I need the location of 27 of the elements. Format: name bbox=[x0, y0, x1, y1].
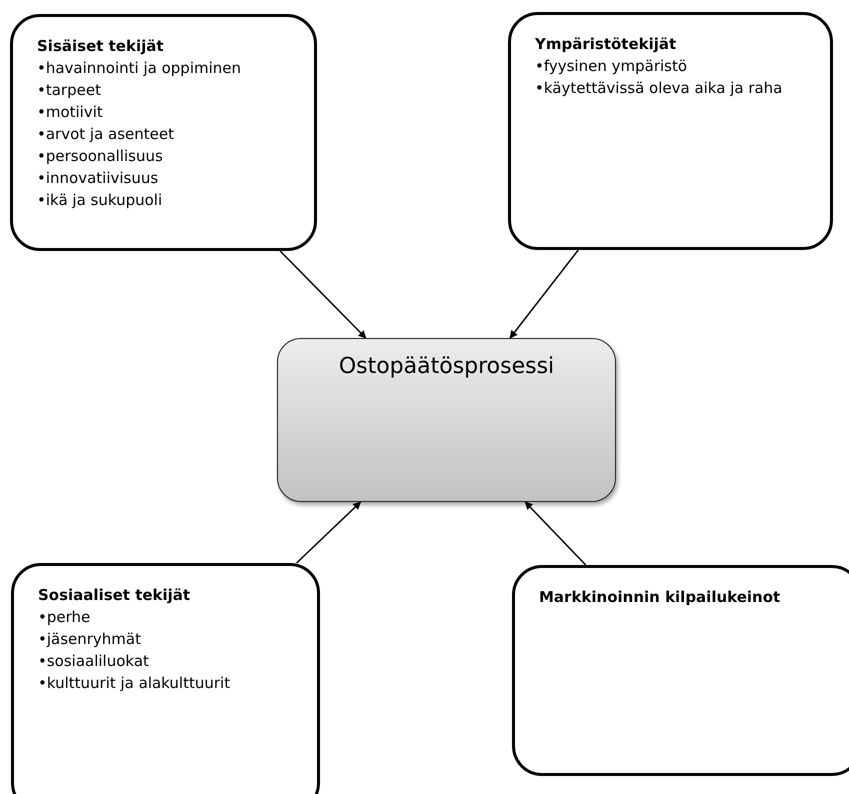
bullet-item: •arvot ja asenteet bbox=[37, 124, 175, 145]
bullet-item: •kulttuurit ja alakulttuurit bbox=[38, 673, 232, 694]
bullet-item: •käytettävissä oleva aika ja raha bbox=[535, 78, 784, 99]
factor-box bbox=[512, 565, 849, 776]
box-heading: Ympäristötekijät bbox=[535, 34, 678, 55]
arrow bbox=[524, 501, 586, 566]
factor-box bbox=[508, 12, 833, 250]
bullet-item: •havainnointi ja oppiminen bbox=[37, 58, 242, 79]
box-heading: Sosiaaliset tekijät bbox=[38, 585, 192, 606]
factor-box bbox=[11, 563, 320, 794]
process-box bbox=[277, 338, 616, 502]
bullet-item: •innovatiivisuus bbox=[37, 168, 160, 189]
bullet-item: •jäsenryhmät bbox=[38, 629, 142, 650]
bullet-item: •motiivit bbox=[37, 102, 104, 123]
bullet-item: •perhe bbox=[38, 607, 92, 628]
arrow bbox=[280, 250, 366, 339]
box-heading: Markkinoinnin kilpailukeinot bbox=[539, 587, 782, 608]
box-heading: Sisäiset tekijät bbox=[37, 36, 165, 57]
process-title: Ostopäätösprosessi bbox=[338, 353, 556, 381]
factor-box bbox=[10, 14, 317, 251]
arrow bbox=[296, 501, 362, 564]
bullet-item: •persoonallisuus bbox=[37, 146, 164, 167]
bullet-item: •tarpeet bbox=[37, 80, 102, 101]
bullet-item: •ikä ja sukupuoli bbox=[37, 190, 164, 211]
arrow bbox=[509, 250, 579, 339]
bullet-item: •sosiaaliluokat bbox=[38, 651, 150, 672]
bullet-item: •fyysinen ympäristö bbox=[535, 56, 688, 77]
